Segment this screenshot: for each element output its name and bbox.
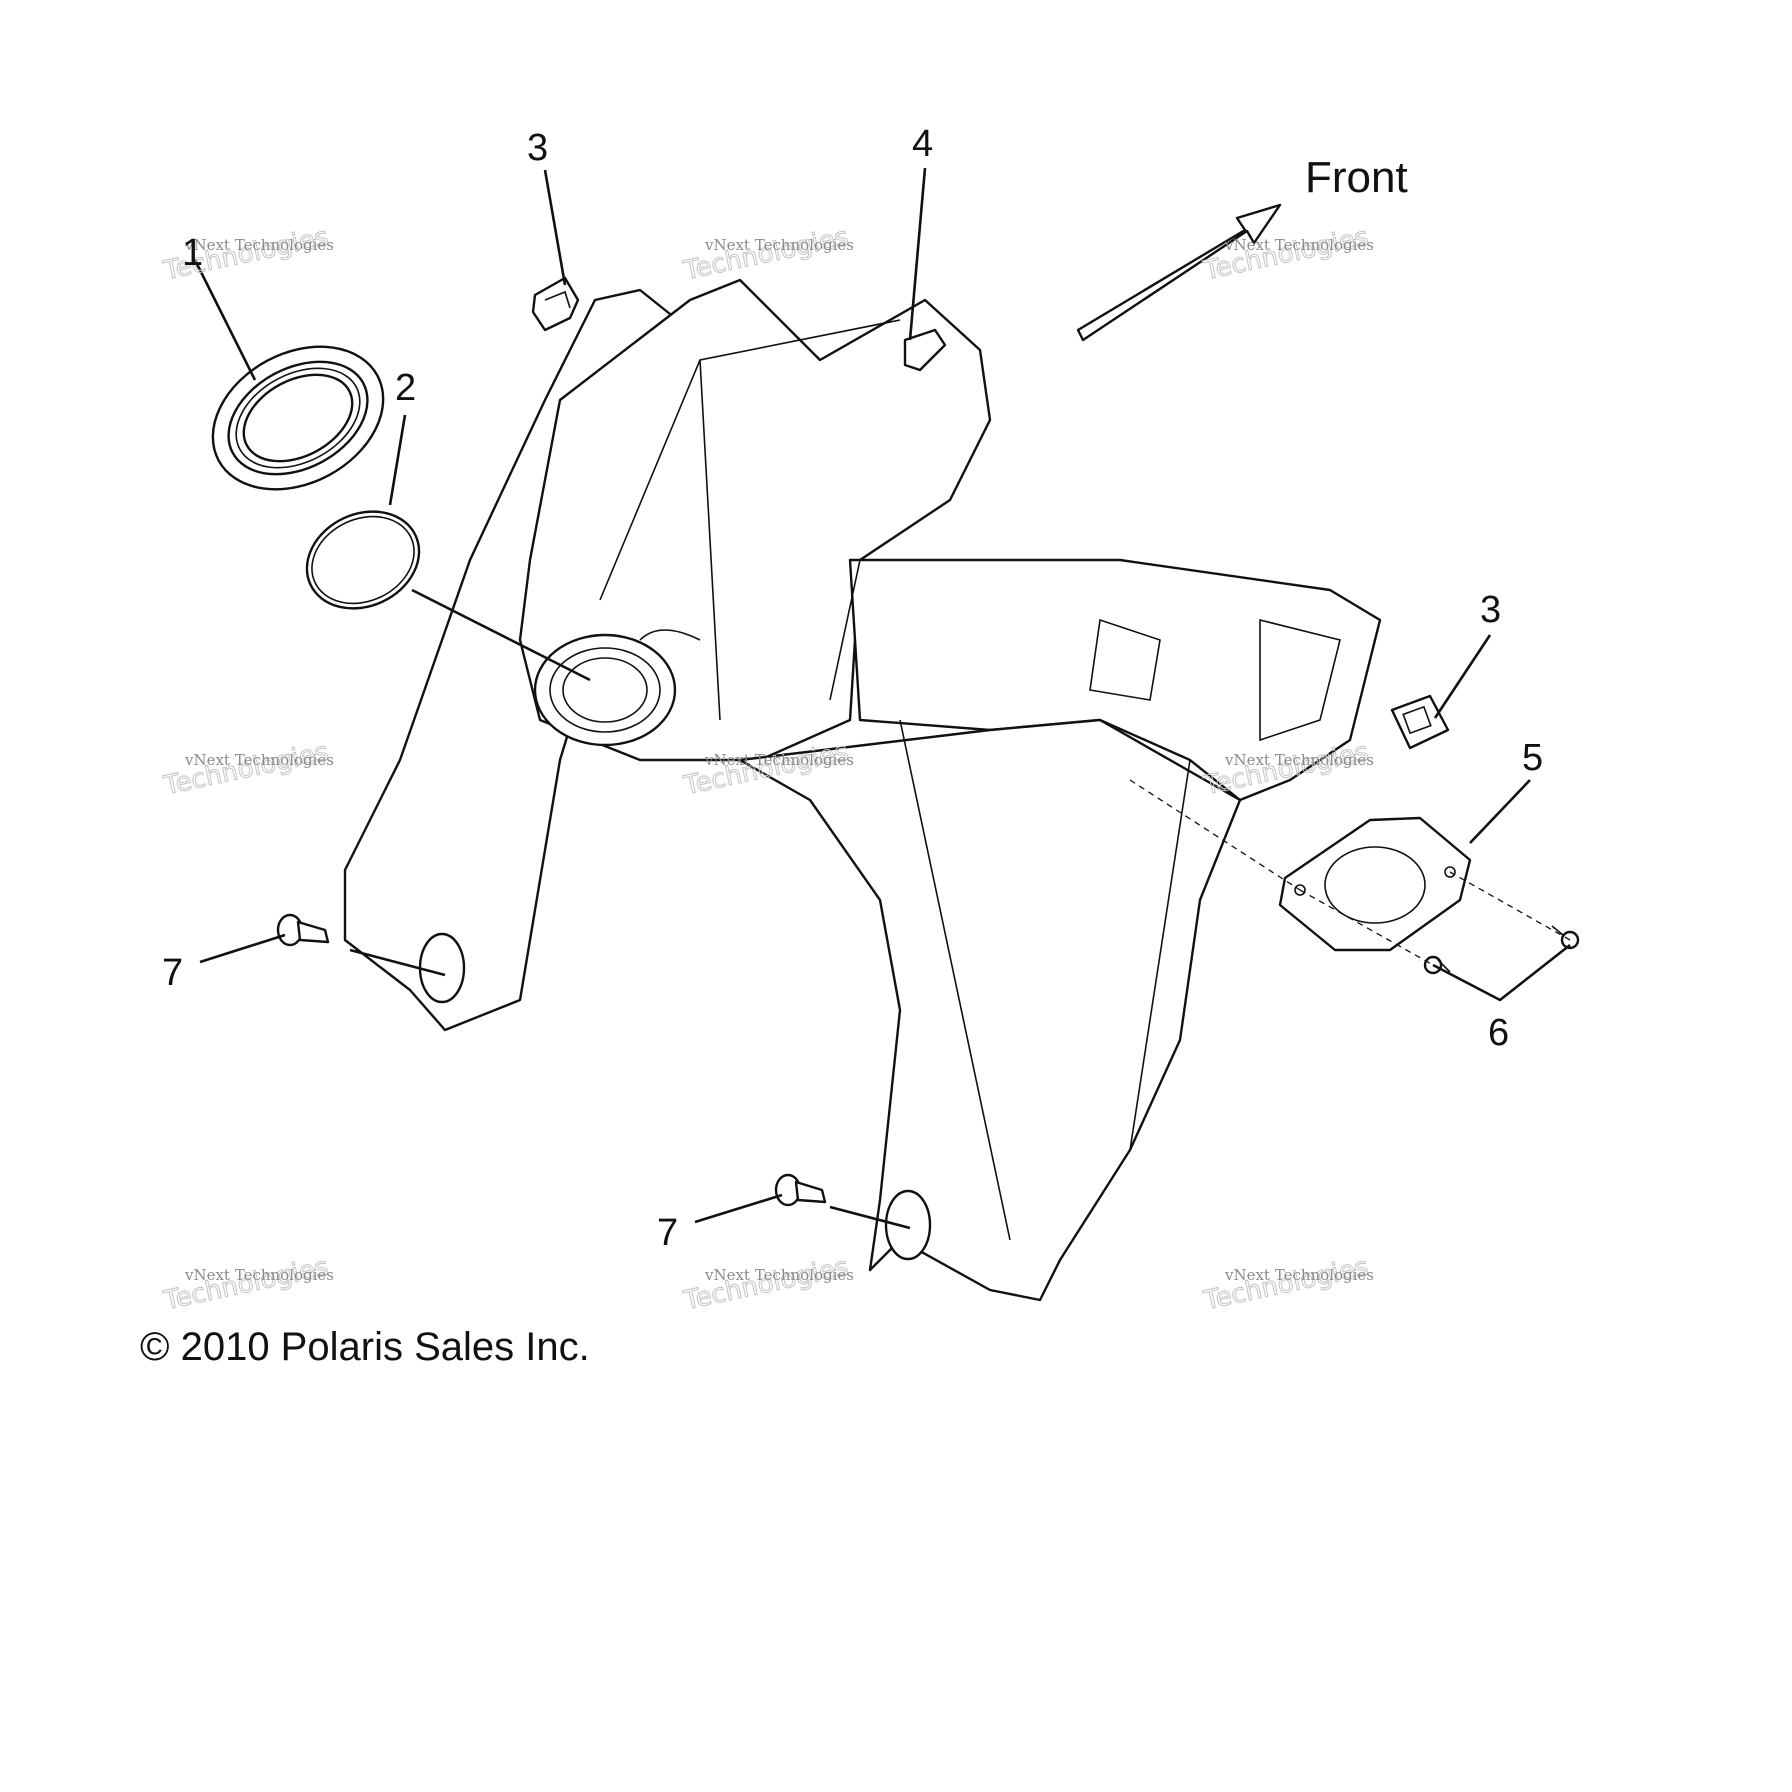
callout-5: 5 — [1522, 737, 1543, 779]
front-label: Front — [1305, 153, 1408, 202]
callout-4: 4 — [912, 123, 933, 165]
watermark-text: Technologies — [680, 222, 851, 286]
nut-clip-icon — [1390, 694, 1450, 750]
watermark-text: vNext Technologies — [1224, 1266, 1374, 1284]
watermark-text: vNext Technologies — [704, 751, 854, 769]
callout-7-bottom: 7 — [657, 1212, 678, 1254]
watermark-text: vNext Technologies — [1224, 751, 1374, 769]
watermark-text: Technologies — [680, 1252, 851, 1316]
watermark-text: Technologies — [160, 1252, 331, 1316]
watermark-text: vNext Technologies — [184, 236, 334, 254]
clip-icon — [531, 276, 580, 332]
watermark-text: vNext Technologies — [1224, 236, 1374, 254]
callout-2: 2 — [395, 367, 416, 409]
bracket-tab-icon — [903, 328, 947, 372]
callout-7-left: 7 — [162, 952, 183, 994]
watermark-text: Technologies — [1200, 1252, 1371, 1316]
callout-3-upper: 3 — [527, 127, 548, 169]
watermark-text: vNext Technologies — [184, 1266, 334, 1284]
callout-1: 1 — [182, 232, 203, 274]
callout-3-right: 3 — [1480, 589, 1501, 631]
leader-lines — [193, 167, 1571, 1230]
watermark-text: vNext Technologies — [184, 751, 334, 769]
watermark-text: Technologies — [160, 737, 331, 801]
push-rivet-icon — [276, 913, 827, 1207]
copyright-text: © 2010 Polaris Sales Inc. — [140, 1325, 590, 1369]
o-ring-icon — [305, 510, 421, 610]
grommet-plate-icon — [1278, 816, 1472, 952]
watermark-text: vNext Technologies — [704, 1266, 854, 1284]
callout-6: 6 — [1488, 1012, 1509, 1054]
watermark-text: Technologies — [1200, 222, 1371, 286]
watermark-text: vNext Technologies — [704, 236, 854, 254]
filler-cap-ring-icon — [211, 345, 385, 491]
tank-cover-body — [343, 278, 1382, 1302]
front-arrow-icon — [1076, 203, 1282, 342]
